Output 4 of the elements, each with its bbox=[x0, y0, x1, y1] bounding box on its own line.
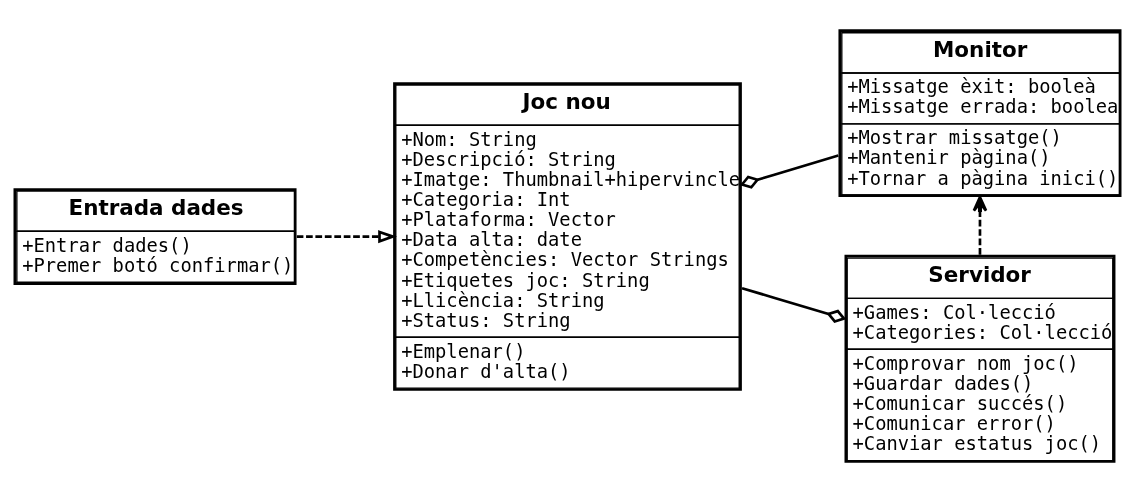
arrow bbox=[972, 195, 988, 255]
connector bbox=[741, 286, 847, 323]
arrow bbox=[296, 229, 397, 243]
connector bbox=[739, 153, 839, 189]
